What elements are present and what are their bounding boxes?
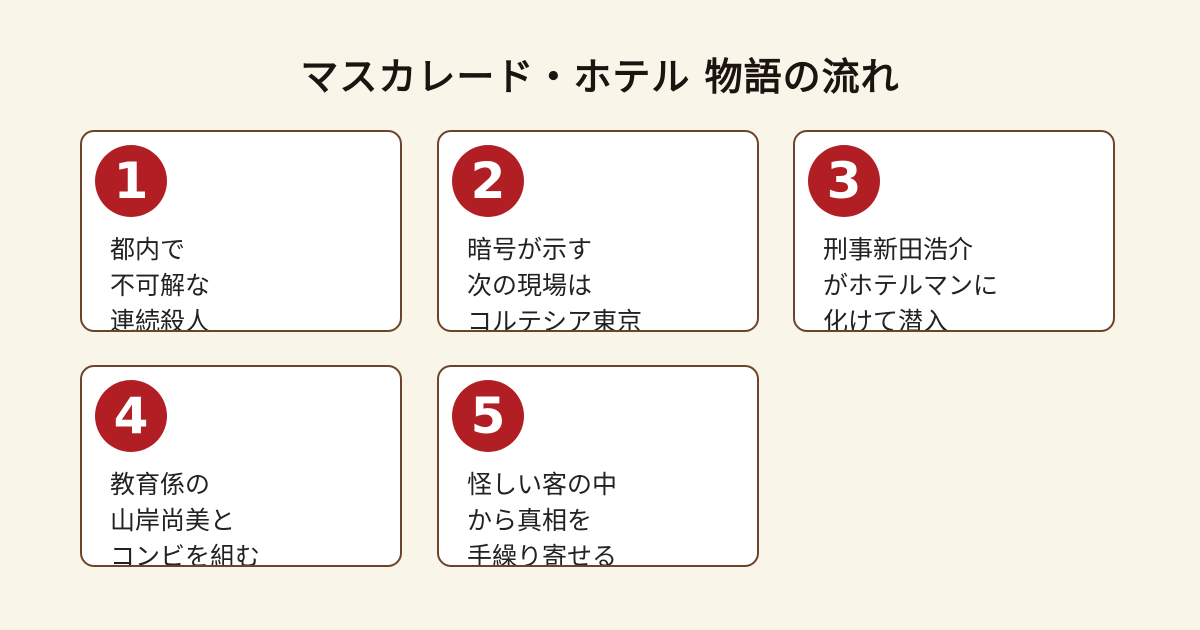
step-text: 怪しい客の中 から真相を 手繰り寄せる <box>467 467 618 567</box>
step-card-3: 3 刑事新田浩介 がホテルマンに 化けて潜入 <box>793 130 1115 332</box>
step-line: 連続殺人 <box>110 307 211 332</box>
step-card-2: 2 暗号が示す 次の現場は コルテシア東京 <box>437 130 759 332</box>
step-number-badge: 3 <box>808 145 880 217</box>
step-text: 暗号が示す 次の現場は コルテシア東京 <box>467 232 643 332</box>
step-line: 不可解な <box>110 271 211 300</box>
step-card-5: 5 怪しい客の中 から真相を 手繰り寄せる <box>437 365 759 567</box>
step-line: コルテシア東京 <box>467 307 643 332</box>
step-line: 怪しい客の中 <box>467 470 618 499</box>
step-line: 教育係の <box>110 470 211 499</box>
step-line: がホテルマンに <box>823 271 999 300</box>
step-number-badge: 4 <box>95 380 167 452</box>
step-text: 教育係の 山岸尚美と コンビを組む <box>110 467 261 567</box>
step-line: 化けて潜入 <box>823 307 949 332</box>
step-line: から真相を <box>467 506 593 535</box>
step-line: 次の現場は <box>467 271 593 300</box>
step-number-badge: 5 <box>452 380 524 452</box>
step-line: 山岸尚美と <box>110 506 236 535</box>
page-title: マスカレード・ホテル 物語の流れ <box>300 55 900 99</box>
step-card-4: 4 教育係の 山岸尚美と コンビを組む <box>80 365 402 567</box>
step-line: 暗号が示す <box>467 235 593 264</box>
step-card-1: 1 都内で 不可解な 連続殺人 <box>80 130 402 332</box>
step-text: 刑事新田浩介 がホテルマンに 化けて潜入 <box>823 232 999 332</box>
step-line: 手繰り寄せる <box>467 542 618 567</box>
step-number-badge: 2 <box>452 145 524 217</box>
step-text: 都内で 不可解な 連続殺人 <box>110 232 211 332</box>
step-number-badge: 1 <box>95 145 167 217</box>
step-line: 刑事新田浩介 <box>823 235 974 264</box>
step-line: コンビを組む <box>110 542 261 567</box>
step-line: 都内で <box>110 235 186 264</box>
